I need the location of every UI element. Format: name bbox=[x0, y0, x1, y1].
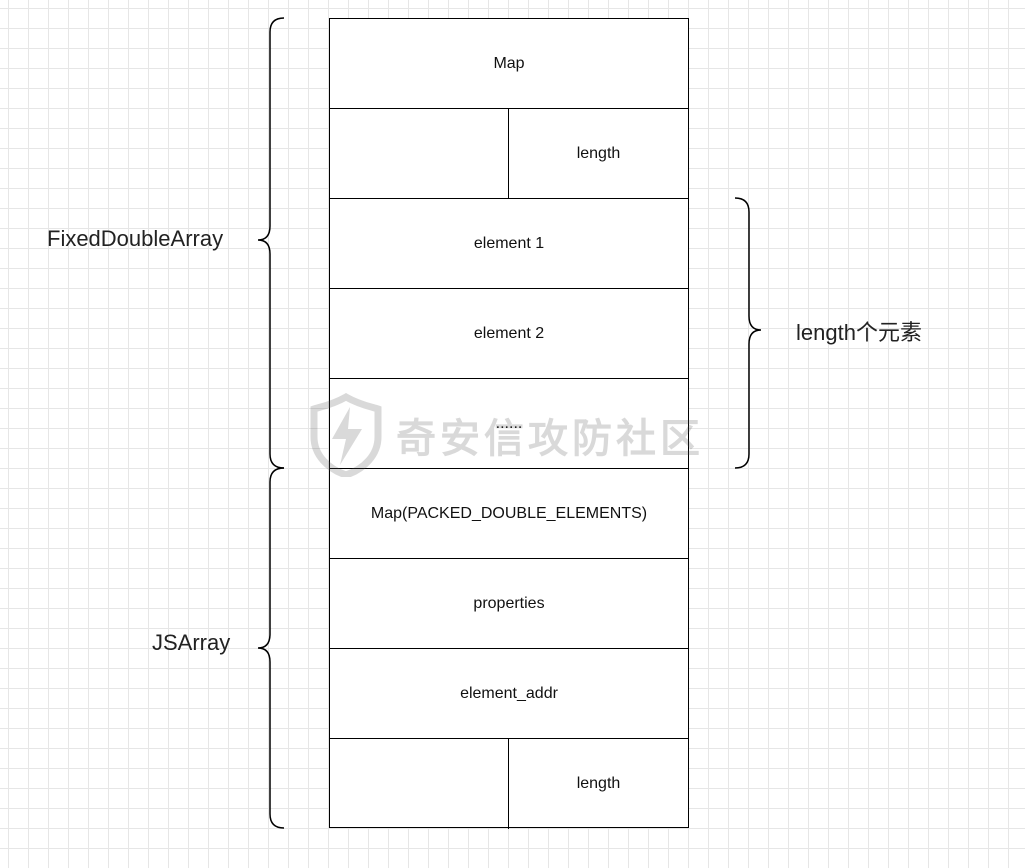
row-element-addr: element_addr bbox=[330, 649, 688, 739]
row-properties-label: properties bbox=[473, 594, 545, 612]
row-element-2-label: element 2 bbox=[473, 324, 545, 342]
row-map-label: Map bbox=[493, 54, 525, 72]
row-ellipsis-label: ...... bbox=[495, 414, 523, 432]
row-length-jsarray-cell: length bbox=[509, 739, 688, 829]
brace-js-array bbox=[257, 467, 285, 829]
row-map-packed: Map(PACKED_DOUBLE_ELEMENTS) bbox=[330, 469, 688, 559]
row-length-fixed-empty-cell bbox=[330, 109, 509, 198]
row-length-fixed-cell: length bbox=[509, 109, 688, 198]
row-length-jsarray-empty-cell bbox=[330, 739, 509, 829]
row-properties: properties bbox=[330, 559, 688, 649]
label-js-array: JSArray bbox=[152, 630, 231, 655]
row-map: Map bbox=[330, 19, 688, 109]
brace-fixed-double-array bbox=[257, 17, 285, 469]
row-length-fixed-label: length bbox=[576, 144, 621, 162]
row-length-jsarray-label: length bbox=[576, 775, 621, 792]
row-element-2: element 2 bbox=[330, 289, 688, 379]
row-ellipsis: ...... bbox=[330, 379, 688, 469]
row-length-fixed: length bbox=[330, 109, 688, 199]
row-length-jsarray: length bbox=[330, 739, 688, 829]
row-element-addr-label: element_addr bbox=[460, 684, 558, 702]
brace-length-elements bbox=[734, 197, 762, 469]
row-map-packed-label: Map(PACKED_DOUBLE_ELEMENTS) bbox=[370, 504, 648, 522]
memory-layout-table: Map length element 1 element 2 ...... Ma… bbox=[329, 18, 689, 829]
row-element-1: element 1 bbox=[330, 199, 688, 289]
label-fixed-double-array: FixedDoubleArray bbox=[47, 226, 224, 251]
row-element-1-label: element 1 bbox=[473, 234, 545, 252]
label-length-elements: length个元素 bbox=[796, 320, 922, 345]
